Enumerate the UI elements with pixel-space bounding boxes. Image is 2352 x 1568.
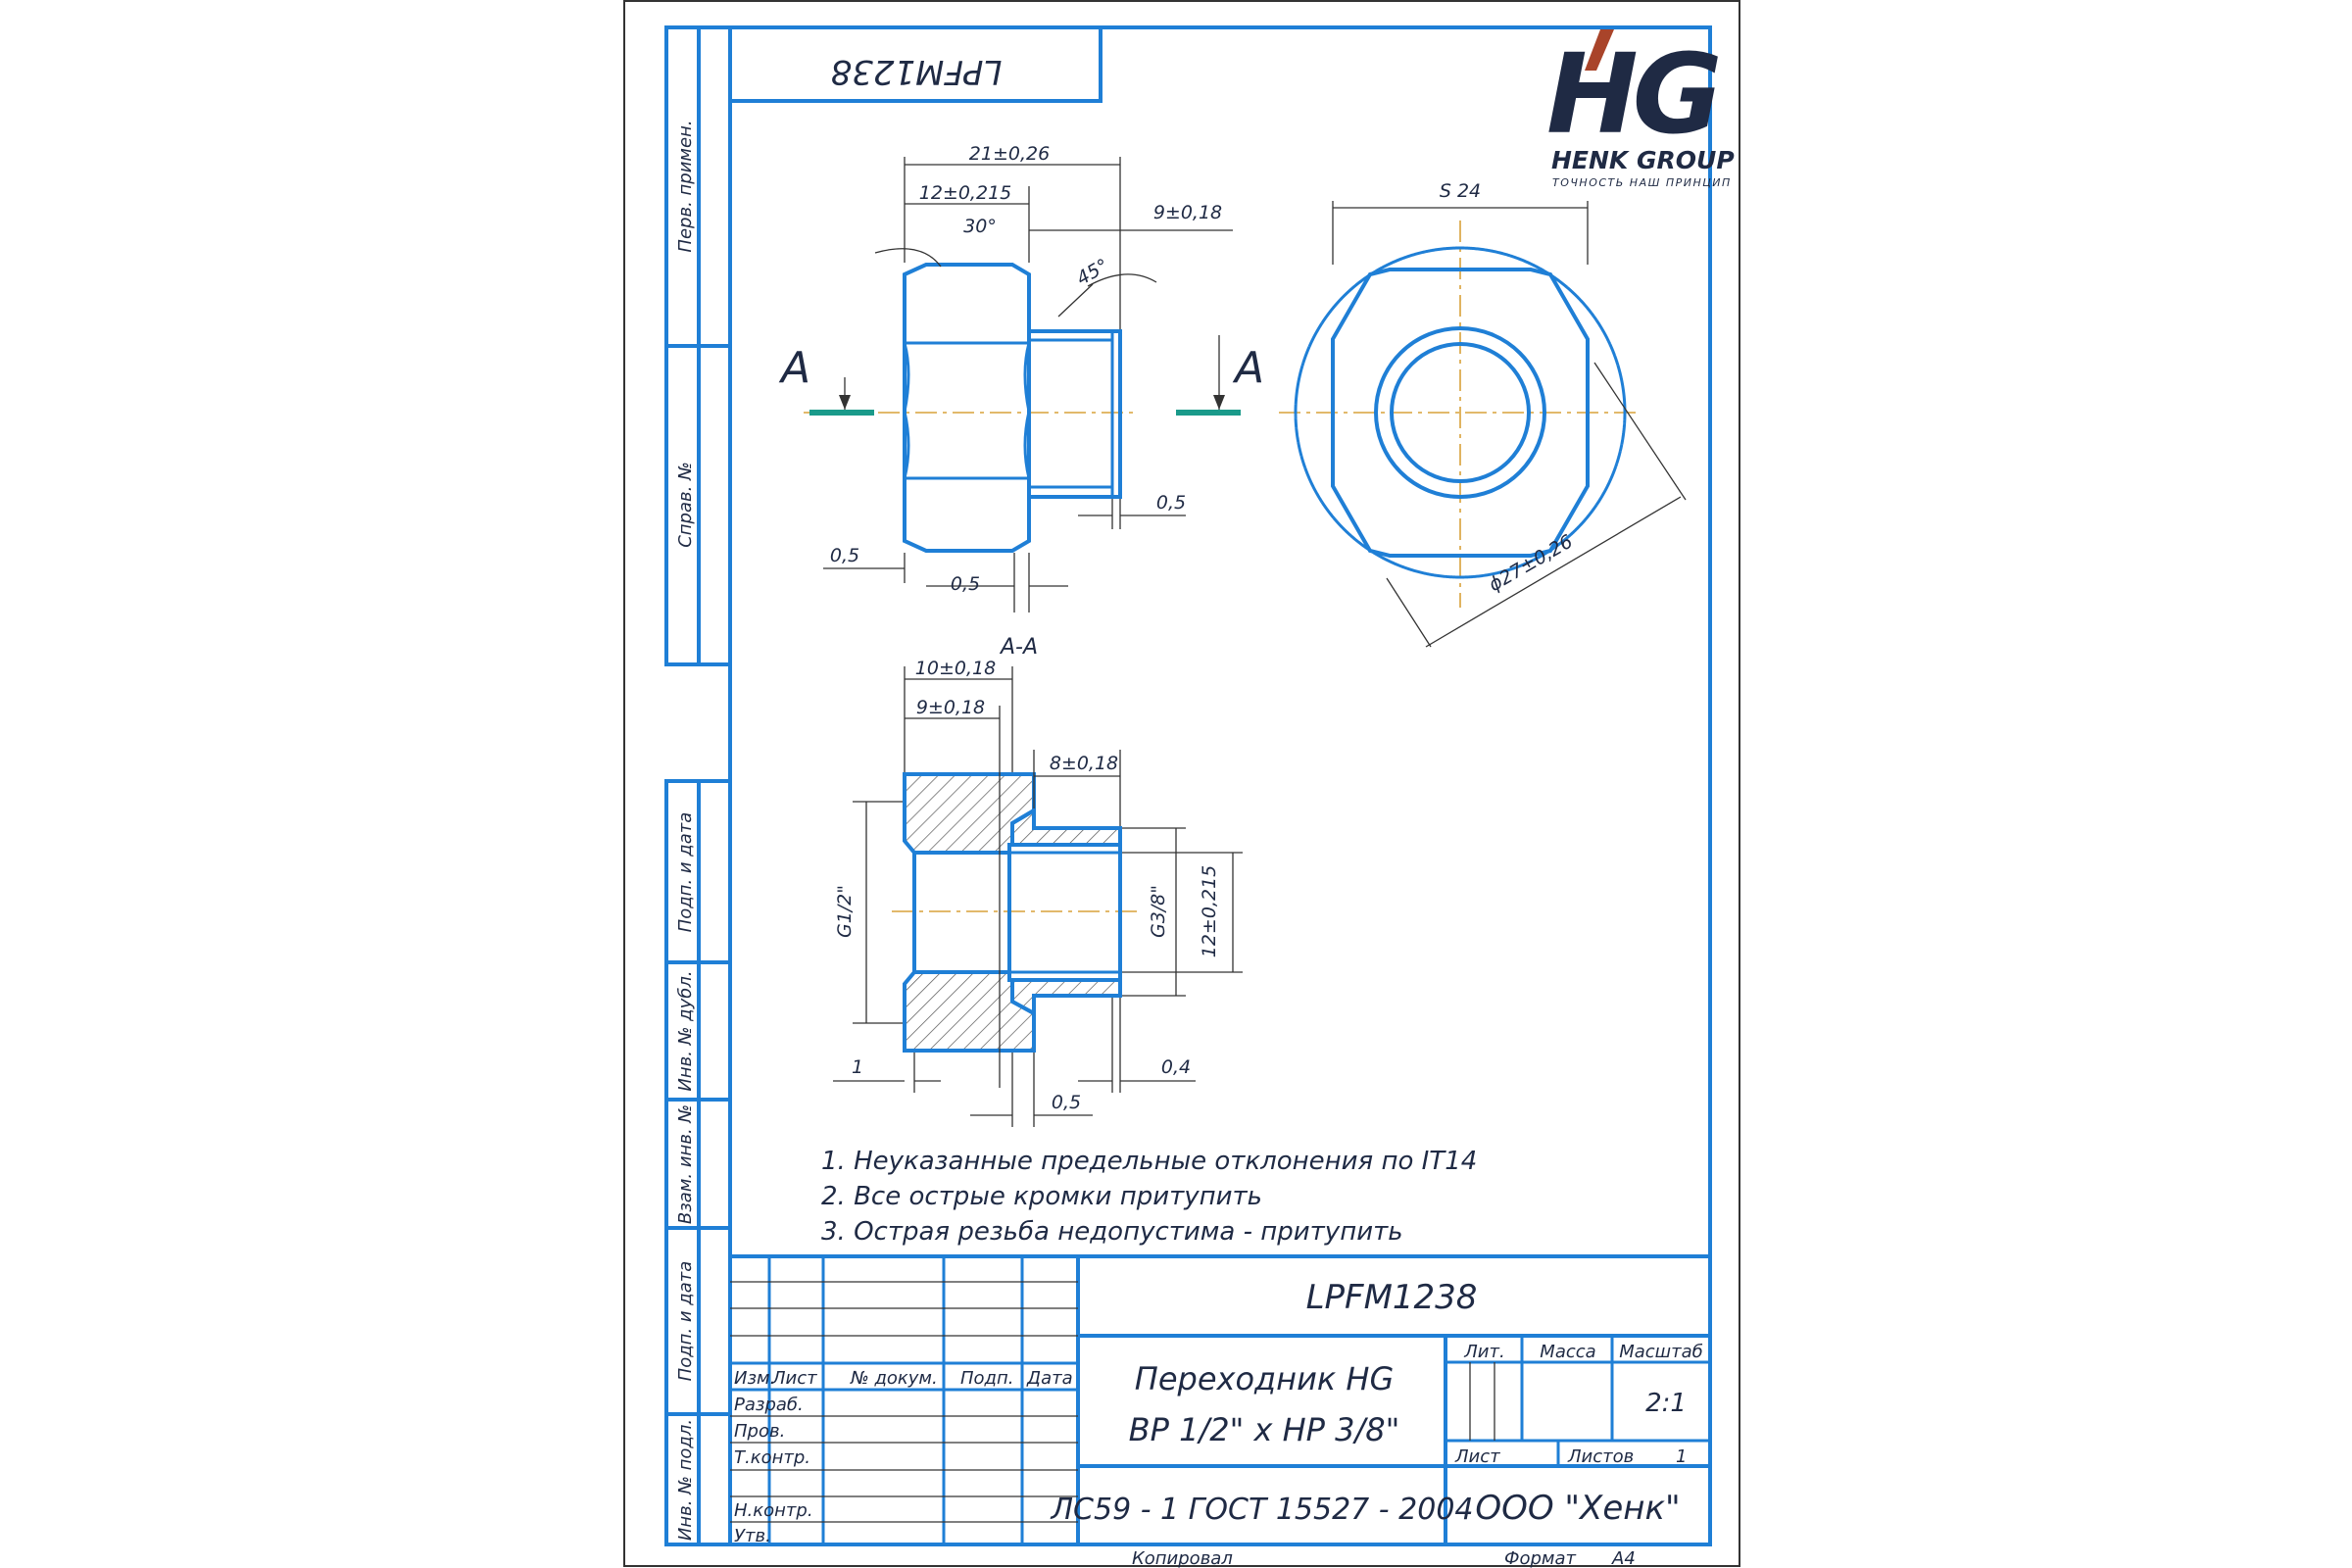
side-strip-top: Перв. примен. Справ. № <box>664 25 732 666</box>
col-doc: № докум. <box>850 1368 938 1389</box>
label-listov: Листов <box>1567 1446 1634 1467</box>
doc-code-box: LPFM1238 <box>730 27 1102 103</box>
side-strip-bottom: Подп. и дата Инв. № дубл. Взам. инв. № П… <box>664 779 732 1546</box>
dim-thread-length: 9±0,18 <box>1153 202 1222 223</box>
label-perv-primen: Перв. примен. <box>675 120 696 252</box>
hex-view: S 24 ϕ27±0,26 <box>1279 180 1687 648</box>
dim-chamfer-b: 0,5 <box>951 573 980 595</box>
front-view: А А 21±0,26 12±0,215 9±0,18 30° 45° 0,5 … <box>778 143 1264 612</box>
label-sprav-no: Справ. № <box>675 462 696 548</box>
dim-section-8: 8±0,18 <box>1050 753 1118 774</box>
row-utv: Утв. <box>734 1526 771 1546</box>
label-vzam-inv: Взам. инв. № <box>675 1104 696 1224</box>
dim-chamfer-30: 30° <box>963 216 997 237</box>
row-prov: Пров. <box>734 1421 785 1442</box>
row-tkontr: Т.контр. <box>734 1447 810 1468</box>
section-view: А-А 10±0,18 9±0,18 8±0,18 G1/2" G3/8" <box>833 635 1243 1127</box>
dim-chamfer-c: 0,5 <box>1156 492 1186 514</box>
label-podp-data-1: Подп. и дата <box>675 812 696 933</box>
logo-slogan: ТОЧНОСТЬ НАШ ПРИНЦИП <box>1552 176 1732 189</box>
product-title-line2: ВР 1/2" х НР 3/8" <box>1129 1411 1400 1448</box>
dim-diameter-corners: ϕ27±0,26 <box>1485 531 1576 597</box>
dim-section-12: 12±0,215 <box>1199 865 1220 958</box>
doc-code-top: LPFM1238 <box>831 52 1003 91</box>
company-name: ООО "Хенк" <box>1475 1489 1680 1528</box>
label-copied: Копировал <box>1132 1548 1233 1568</box>
logo-name: HENK GROUP <box>1551 146 1735 174</box>
row-razrab: Разраб. <box>734 1395 804 1415</box>
dim-overall-length: 21±0,26 <box>969 143 1050 165</box>
label-massa: Масса <box>1540 1342 1595 1362</box>
logo-letters: HG <box>1546 31 1719 159</box>
sheet-edge <box>623 0 1740 1567</box>
cut-label-left: А <box>778 343 810 393</box>
label-format: Формат <box>1504 1548 1577 1568</box>
dim-section-1: 1 <box>852 1056 863 1078</box>
drawing-frame <box>728 25 1712 1546</box>
dim-section-05: 0,5 <box>1052 1092 1081 1113</box>
note-3: 3. Острая резьба недопустима - притупить <box>821 1217 1403 1247</box>
doc-code-main: LPFM1238 <box>1306 1278 1478 1317</box>
company-logo: HG HENK GROUP ТОЧНОСТЬ НАШ ПРИНЦИП <box>1546 29 1735 189</box>
note-1: 1. Неуказанные предельные отклонения по … <box>821 1147 1477 1176</box>
label-inv-dubl: Инв. № дубл. <box>675 970 696 1091</box>
cut-label-right: А <box>1232 343 1264 393</box>
label-lit: Лит. <box>1463 1342 1504 1362</box>
dim-section-9: 9±0,18 <box>916 697 985 718</box>
format-value: А4 <box>1611 1548 1636 1568</box>
label-masshtab: Масштаб <box>1619 1342 1703 1362</box>
logo-accent-mark <box>1585 29 1614 71</box>
col-list: Лист <box>771 1368 817 1389</box>
title-block: Изм. Лист № докум. Подп. Дата Разраб. Пр… <box>730 1254 1710 1546</box>
note-2: 2. Все острые кромки притупить <box>821 1182 1262 1211</box>
dim-thread-g-half: G1/2" <box>834 885 856 938</box>
product-title-line1: Переходник HG <box>1135 1360 1394 1397</box>
col-izm: Изм. <box>734 1368 775 1389</box>
col-podp: Подп. <box>960 1368 1013 1389</box>
row-nkontr: Н.контр. <box>734 1500 813 1521</box>
technical-notes: 1. Неуказанные предельные отклонения по … <box>821 1147 1477 1247</box>
dim-chamfer-a: 0,5 <box>830 545 859 566</box>
dim-hex-length: 12±0,215 <box>919 182 1012 204</box>
dim-section-04: 0,4 <box>1161 1056 1191 1078</box>
sheets-count: 1 <box>1676 1446 1687 1467</box>
dim-chamfer-45: 45° <box>1073 255 1112 290</box>
dim-thread-g-38: G3/8" <box>1148 885 1169 938</box>
label-list: Лист <box>1454 1446 1500 1467</box>
label-inv-podl: Инв. № подл. <box>675 1419 696 1541</box>
section-label: А-А <box>999 635 1038 660</box>
scale-value: 2:1 <box>1645 1389 1687 1418</box>
material-spec: ЛС59 - 1 ГОСТ 15527 - 2004 <box>1050 1493 1473 1527</box>
dim-section-10: 10±0,18 <box>915 658 996 679</box>
col-data: Дата <box>1026 1368 1073 1389</box>
label-podp-data-2: Подп. и дата <box>675 1261 696 1382</box>
dim-hex-across: S 24 <box>1440 180 1481 202</box>
